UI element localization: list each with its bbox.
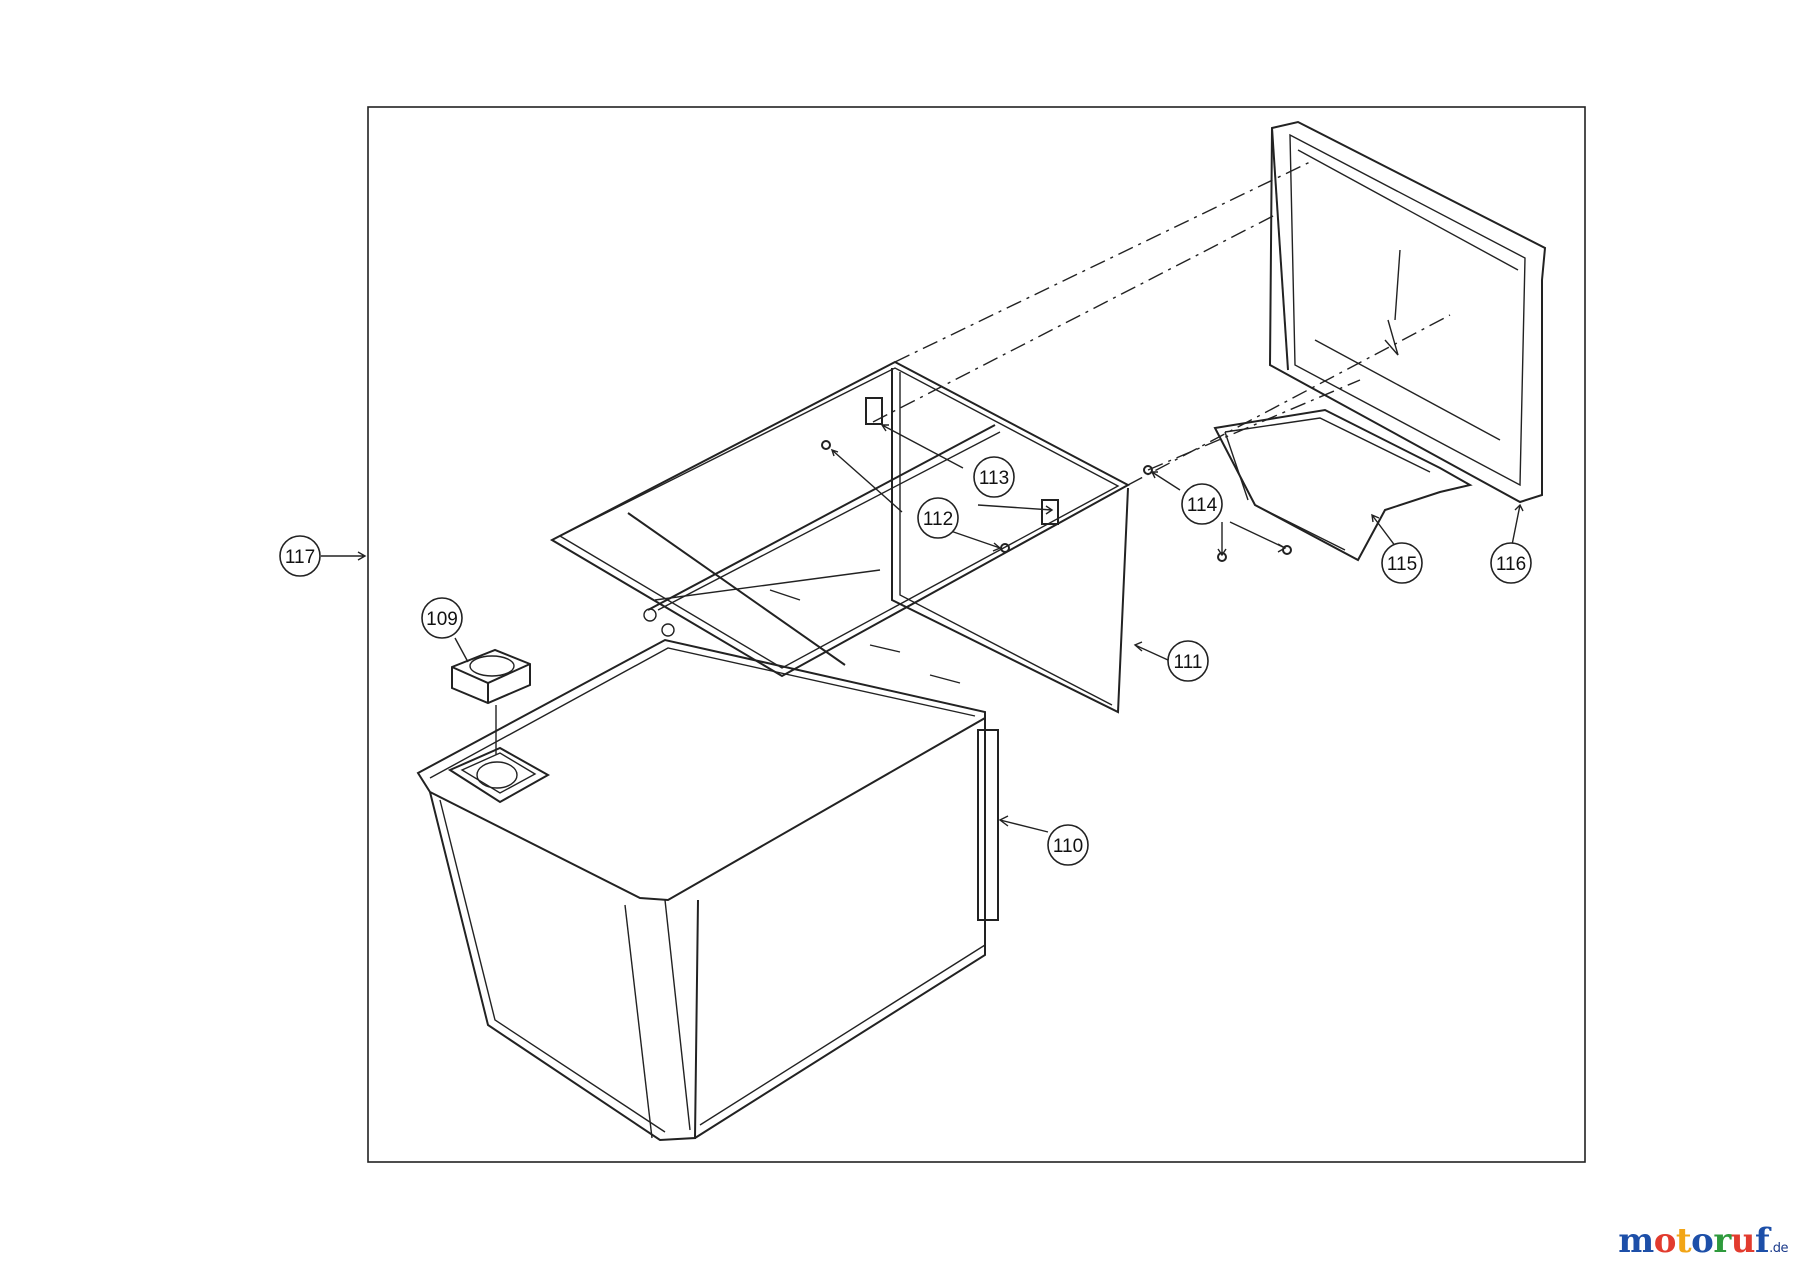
logo-wordmark: motoruf (1618, 1221, 1769, 1261)
bag-frame-part (549, 360, 1131, 714)
rear-cover-part (1268, 120, 1547, 504)
svg-text:112: 112 (923, 509, 953, 530)
svg-text:113: 113 (979, 468, 1009, 489)
grass-bag-part (416, 589, 999, 1142)
svg-text:111: 111 (1174, 652, 1203, 673)
svg-text:115: 115 (1387, 554, 1417, 575)
motoruf-logo: motoruf.de (1618, 1221, 1788, 1261)
callout-113: 113 (973, 456, 1015, 498)
logo-letter: o (1691, 1221, 1714, 1261)
svg-text:110: 110 (1053, 836, 1083, 857)
leader-lines (321, 424, 1524, 833)
assembly-frame (367, 106, 1586, 1163)
callout-114: 114 (1181, 483, 1223, 525)
logo-letter: t (1675, 1221, 1692, 1261)
handle-cap-part (451, 648, 531, 755)
logo-letter: f (1754, 1221, 1770, 1261)
svg-text:116: 116 (1496, 554, 1526, 575)
callout-111: 111 (1167, 640, 1209, 682)
callout-115: 115 (1381, 542, 1423, 584)
callout-117: 117 (279, 535, 321, 577)
logo-letter: u (1730, 1221, 1756, 1261)
svg-text:114: 114 (1187, 495, 1218, 516)
callout-116: 116 (1490, 542, 1532, 584)
callout-109: 109 (421, 597, 463, 639)
logo-letter: r (1713, 1221, 1731, 1261)
callout-112: 112 (917, 497, 959, 539)
svg-text:109: 109 (426, 609, 458, 630)
logo-letter: o (1653, 1221, 1677, 1261)
svg-text:117: 117 (285, 547, 315, 568)
logo-suffix: .de (1769, 1241, 1788, 1256)
callout-110: 110 (1047, 824, 1089, 866)
logo-letter: m (1618, 1221, 1654, 1261)
